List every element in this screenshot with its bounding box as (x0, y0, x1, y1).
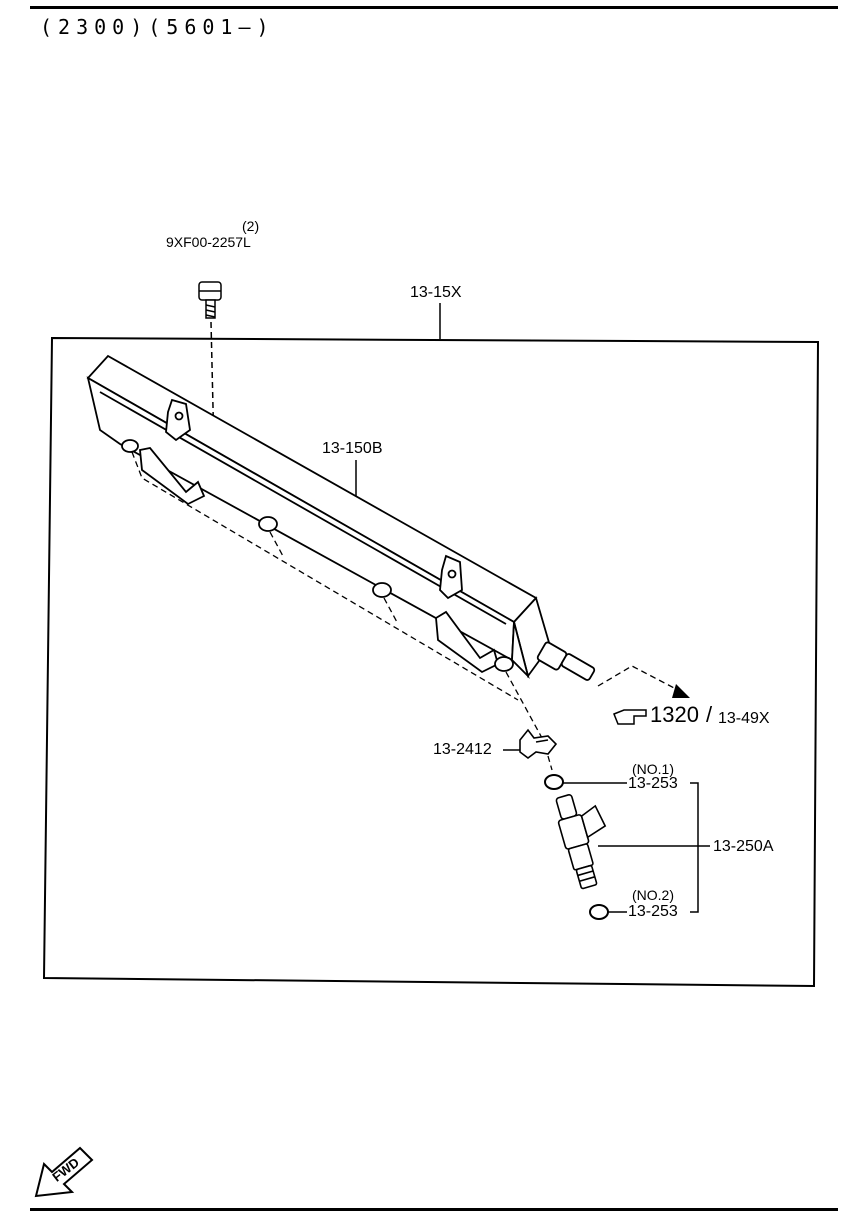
no1-label: (NO.1) (632, 761, 674, 777)
oring-bottom-icon (589, 904, 609, 920)
assembly-box (42, 336, 820, 988)
bolt-quantity-label: (2) (242, 218, 260, 234)
bolt-dashed-line (210, 321, 215, 451)
clip-icon (519, 728, 558, 759)
reference-separator: / (706, 702, 713, 727)
pointing-hand-icon (613, 709, 647, 725)
top-rule (30, 6, 838, 9)
injector-icon (555, 794, 607, 890)
reference-arrow (672, 684, 690, 698)
oring-top-label: 13-253 (628, 775, 678, 792)
assembly-label: 13-15X (410, 284, 462, 301)
oring-bracket (690, 782, 699, 913)
clip-label: 13-2412 (433, 741, 492, 758)
page-header-code: (2300)(5601–) (40, 15, 275, 39)
install-dashed-lines (131, 451, 679, 771)
reference-label: 1320 (650, 702, 699, 727)
reference-sub-label: 13-49X (718, 710, 770, 727)
fwd-arrow-icon: FWD (34, 1146, 94, 1198)
fuel-rail-icon (86, 354, 596, 681)
no2-label: (NO.2) (632, 887, 674, 903)
fuel-rail-label: 13-150B (322, 440, 383, 457)
injector-label: 13-250A (713, 838, 774, 855)
bolt-icon (198, 281, 222, 319)
bolt-part-label: 9XF00-2257L (166, 234, 251, 250)
oring-top-icon (544, 774, 564, 790)
bottom-rule (30, 1208, 838, 1211)
oring-bottom-label: 13-253 (628, 903, 678, 920)
